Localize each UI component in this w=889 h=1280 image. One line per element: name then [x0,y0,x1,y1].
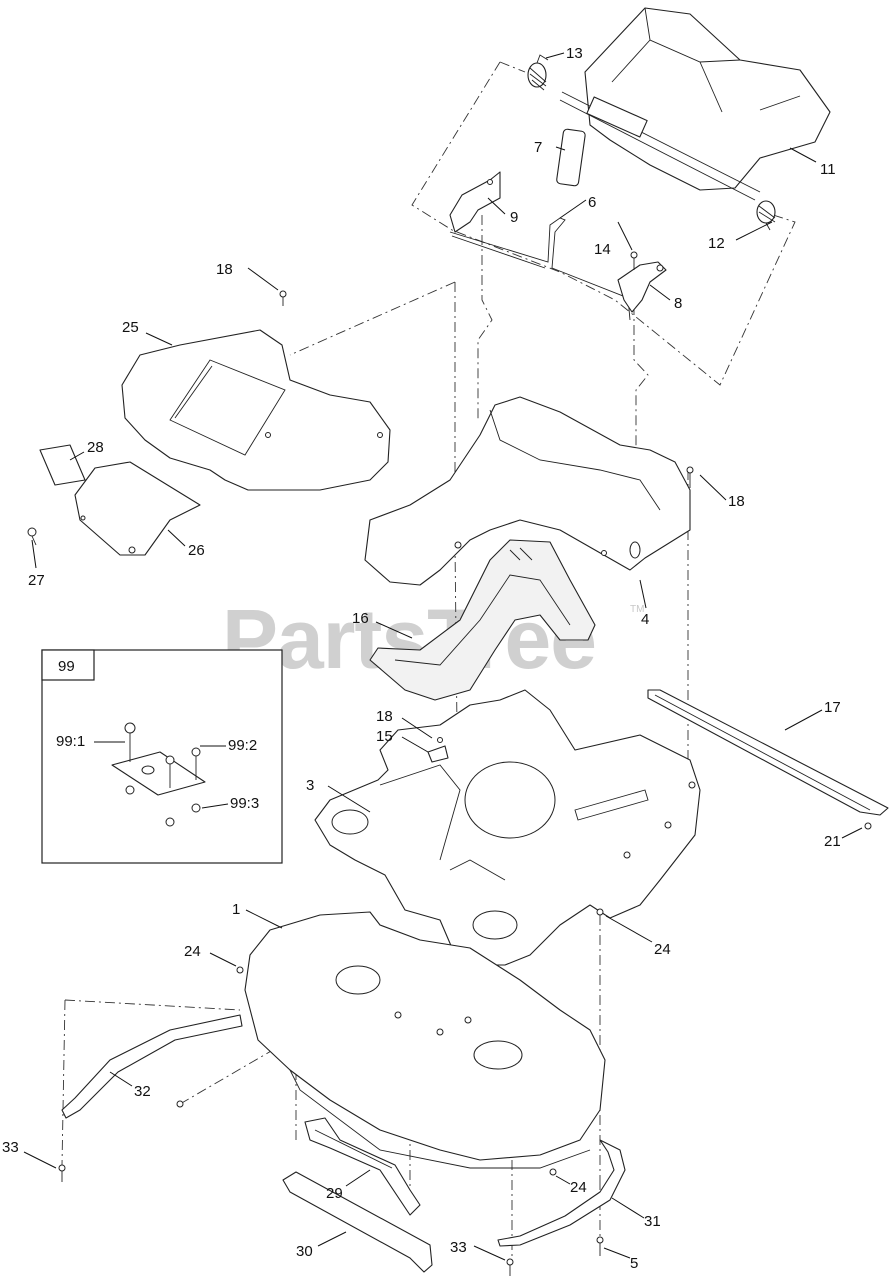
callout-18-right: 18 [728,493,745,510]
part-24-bolt-left [236,966,244,974]
part-21-bolt [864,822,872,830]
callout-labels: 13 7 11 9 6 12 14 8 18 25 28 26 27 18 4 … [2,45,841,1272]
callout-7: 7 [534,139,542,156]
part-33-bolt-left [58,1164,66,1182]
part-5-bolt [596,1236,604,1256]
inset-label-99-2: 99:2 [228,737,257,754]
callout-33-bottom: 33 [450,1239,467,1256]
part-32-mount [176,1100,184,1108]
callout-29: 29 [326,1185,343,1202]
part-4-console [364,396,691,586]
inset-label-99-1: 99:1 [56,733,85,750]
callout-18-top: 18 [216,261,233,278]
callout-leader-lines [23,52,863,1261]
callout-8: 8 [674,295,682,312]
part-9-bracket [449,171,501,233]
part-7-pad [556,128,586,187]
part-28-decal [39,444,86,486]
callout-9: 9 [510,209,518,226]
part-30-strap [282,1171,433,1273]
callout-18-mid: 18 [376,708,393,725]
part-11-seat [559,7,831,201]
part-27-bolt [27,527,37,546]
callout-25: 25 [122,319,139,336]
callout-12: 12 [708,235,725,252]
callout-1: 1 [232,901,240,918]
callout-6: 6 [588,194,596,211]
part-33-bolt-bottom [506,1258,514,1276]
callout-16: 16 [352,610,369,627]
part-14-bolt [630,251,638,270]
inset-title: 99 [58,658,75,675]
part-15-bracket [427,745,449,763]
part-18-bolt-mid [437,737,443,743]
callout-14: 14 [594,241,611,258]
watermark-trademark: TM [630,604,644,615]
callout-21: 21 [824,833,841,850]
callout-24-left: 24 [184,943,201,960]
callout-26: 26 [188,542,205,559]
callout-27: 27 [28,572,45,589]
part-29-bracket [304,1117,421,1216]
part-1-deck-cover [244,911,606,1169]
inset-kit-99: 99 99:1 99:2 99:3 [41,649,283,864]
callout-33-left: 33 [2,1139,19,1156]
callout-28: 28 [87,439,104,456]
callout-3: 3 [306,777,314,794]
part-24-bolt-bottom [549,1168,557,1176]
part-25-fender [121,329,391,491]
part-31-rod [497,1139,626,1247]
callout-5: 5 [630,1255,638,1272]
part-12-spring [756,200,776,231]
callout-32: 32 [134,1083,151,1100]
part-18-bolt-top [279,290,287,306]
callout-15: 15 [376,728,393,745]
part-3-frame [314,689,701,966]
callout-24-bottom: 24 [570,1179,587,1196]
callout-4: 4 [641,611,649,628]
inset-label-99-3: 99:3 [230,795,259,812]
part-8-bracket [617,261,667,313]
callout-24-right: 24 [654,941,671,958]
part-13-spring [527,54,549,91]
part-32-rod [61,1014,243,1119]
part-24-bolt-right [596,908,604,916]
callout-30: 30 [296,1243,313,1260]
part-18-bolt-right [686,466,694,488]
part-26-plate [74,461,201,556]
callout-13: 13 [566,45,583,62]
callout-11: 11 [820,161,836,178]
part-6-rod [449,217,631,321]
callout-17: 17 [824,699,841,716]
part-17-strip [647,689,889,816]
part-16-cover [369,539,596,701]
callout-31: 31 [644,1213,661,1230]
